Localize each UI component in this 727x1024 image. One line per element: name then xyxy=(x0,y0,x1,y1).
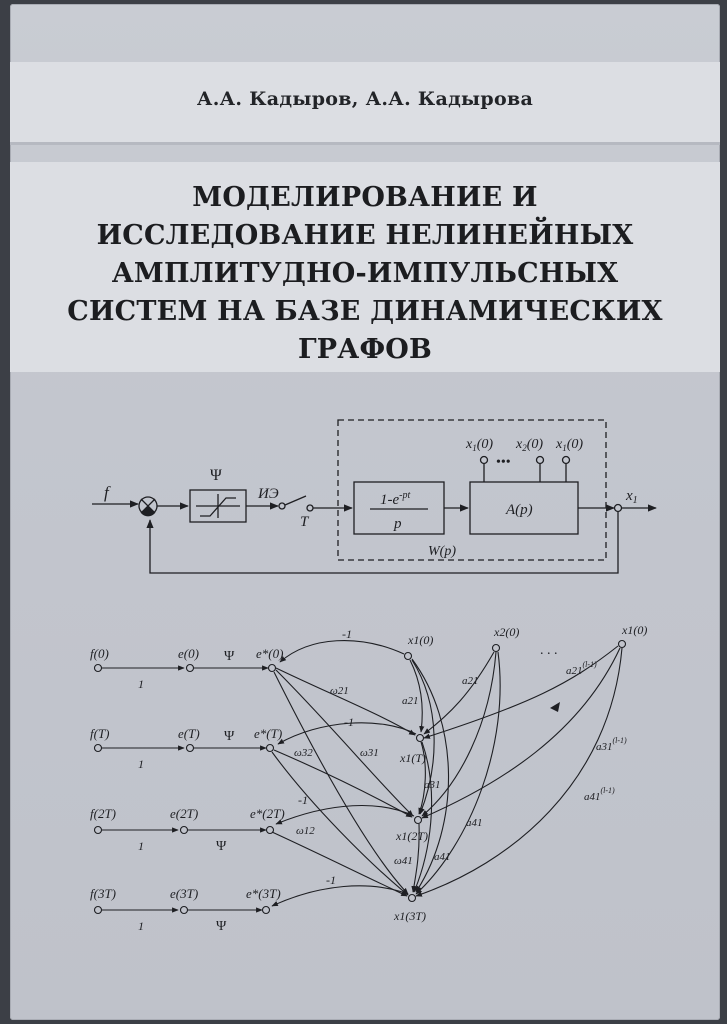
book-cover: А.А. Кадыров, А.А. Кадырова МОДЕЛИРОВАНИ… xyxy=(10,4,720,1020)
weight-w31: ω31 xyxy=(360,747,379,759)
ic-label-3: x1(0) xyxy=(555,437,583,453)
graph-sample-0: e*(0) xyxy=(256,646,283,661)
graph-sample-1: e*(T) xyxy=(254,726,282,741)
plant-label: A(p) xyxy=(505,502,533,518)
coeff-a41: a41 xyxy=(434,851,451,863)
ic-label-1: x1(0) xyxy=(465,437,493,453)
title-line-1: МОДЕЛИРОВАНИЕ И xyxy=(192,182,538,213)
authors: А.А. Кадыров, А.А. Кадырова xyxy=(196,88,534,110)
input-label: f xyxy=(104,483,111,502)
title-line-5: ГРАФОВ xyxy=(297,334,433,365)
arrowhead-mid xyxy=(550,702,560,712)
gain-3: 1 xyxy=(138,919,144,933)
psi-0: Ψ xyxy=(224,649,235,664)
author-band xyxy=(10,62,720,142)
dynamic-graph: f(0) f(T) f(2T) f(3T) e(0) e(T) e(2T) e(… xyxy=(90,623,647,934)
wp-label: W(p) xyxy=(428,544,456,559)
title-line-2: ИССЛЕДОВАНИЕ НЕЛИНЕЙНЫХ xyxy=(96,220,634,251)
coeff-a21: a21 xyxy=(402,695,419,707)
weight-w21: ω21 xyxy=(330,685,349,697)
gain-0: 1 xyxy=(138,677,144,691)
dot-coeff-a41: a41 xyxy=(466,817,483,829)
psi-1: Ψ xyxy=(224,729,235,744)
block-diagram: f Ψ ИЭ T 1-e-pt p A(p) x1(0) ••• x2(0) x… xyxy=(92,419,657,574)
psi-2: Ψ xyxy=(216,839,227,854)
feedback-0: -1 xyxy=(342,627,352,641)
graph-error-1: e(T) xyxy=(178,726,200,741)
feedback-3: -1 xyxy=(326,873,336,887)
feedback-1: -1 xyxy=(344,715,354,729)
graph-input-3: f(3T) xyxy=(90,886,116,901)
top-state-x1: x1(0) xyxy=(621,623,647,637)
ic-ellipsis: ••• xyxy=(496,455,511,470)
summing-minus-sector xyxy=(141,506,155,517)
gain-1: 1 xyxy=(138,757,144,771)
state-1: x1(T) xyxy=(399,751,426,765)
l-coeff-a21: a21(l-1) xyxy=(566,660,597,677)
graph-input-0: f(0) xyxy=(90,646,109,661)
l-coeff-a41: a41(l-1) xyxy=(584,786,615,803)
output-label: x1 xyxy=(625,488,638,506)
weight-w41: ω41 xyxy=(394,855,413,867)
psi-3: Ψ xyxy=(216,919,227,934)
state-3: x1(3T) xyxy=(393,909,426,923)
graph-error-3: e(3T) xyxy=(170,886,198,901)
top-ellipsis: . . . xyxy=(540,643,558,658)
hold-denominator: p xyxy=(393,516,402,532)
hold-numerator: 1-e-pt xyxy=(380,490,410,508)
title-line-4: СИСТЕМ НА БАЗЕ ДИНАМИЧЕСКИХ xyxy=(67,296,663,327)
weight-w32: ω32 xyxy=(294,747,313,759)
state-0: x1(0) xyxy=(407,633,433,647)
graph-input-2: f(2T) xyxy=(90,806,116,821)
wp-dashed-box xyxy=(337,419,607,561)
graph-error-2: e(2T) xyxy=(170,806,198,821)
feedback-2: -1 xyxy=(298,793,308,807)
title-band xyxy=(10,162,720,372)
weight-w12: ω12 xyxy=(296,825,315,837)
period-label: T xyxy=(300,514,310,530)
gain-2: 1 xyxy=(138,839,144,853)
graph-sample-2: e*(2T) xyxy=(250,806,285,821)
state-2: x1(2T) xyxy=(395,829,428,843)
graph-error-0: e(0) xyxy=(178,646,199,661)
top-state-x2: x2(0) xyxy=(493,625,519,639)
band-divider xyxy=(10,142,720,145)
ic-label-2: x2(0) xyxy=(515,437,543,453)
dot-coeff-a21: a21 xyxy=(462,675,479,687)
graph-input-1: f(T) xyxy=(90,726,110,741)
psi-label: Ψ xyxy=(210,467,222,484)
coeff-a31: a31 xyxy=(424,779,441,791)
title-line-3: АМПЛИТУДНО-ИМПУЛЬСНЫХ xyxy=(111,258,619,289)
graph-sample-3: e*(3T) xyxy=(246,886,281,901)
pulse-element-label: ИЭ xyxy=(257,486,279,502)
l-coeff-a31: a31(l-1) xyxy=(596,736,627,753)
